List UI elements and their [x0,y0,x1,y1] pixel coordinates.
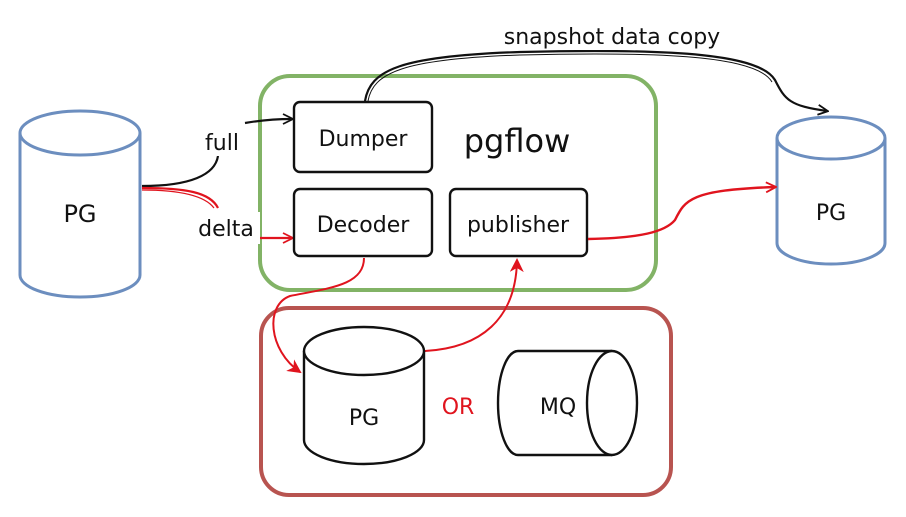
source-db-label: PG [63,200,96,228]
target-db-cylinder[interactable]: PG [775,115,887,266]
delta-edge [141,186,219,209]
full-edge-arrow [244,119,292,123]
snapshot-edge-label: snapshot data copy [504,25,720,50]
decoder-label: Decoder [317,213,411,238]
publisher-label: publisher [467,213,570,238]
publisher-node[interactable]: publisher [448,187,589,258]
delta-edge-label: delta [198,217,254,242]
or-label: OR [442,395,475,420]
storage-to-publisher-edge [424,258,524,352]
target-db-label: PG [816,201,846,226]
source-db-cylinder[interactable]: PG [18,109,142,299]
pgflow-title: pgflow [464,122,571,160]
storage-pg-cylinder[interactable]: PG [302,325,426,466]
storage-container [259,306,673,497]
dumper-label: Dumper [319,127,409,152]
pgflow-container [258,74,658,292]
full-edge [141,155,220,188]
mq-label: MQ [540,395,576,420]
full-edge-label: full [205,131,239,156]
snapshot-edge [363,49,827,111]
mq-cylinder[interactable]: MQ [496,349,639,457]
storage-pg-label: PG [349,406,379,431]
publish-edge [587,187,775,241]
decoder-node[interactable]: Decoder [292,187,434,258]
dumper-node[interactable]: Dumper [292,100,434,174]
decoder-to-storage-edge [272,257,365,374]
